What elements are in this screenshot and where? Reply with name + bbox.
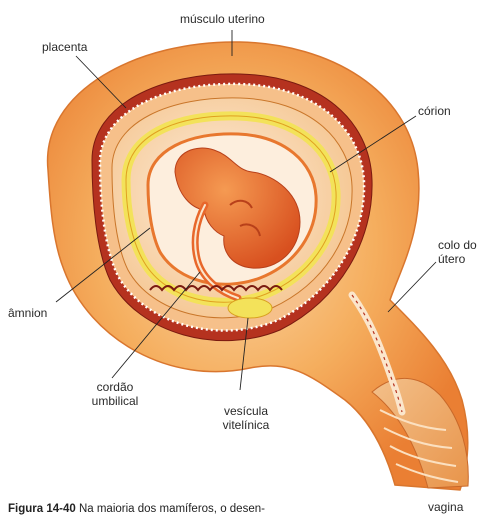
label-vagina: vagina: [428, 500, 463, 514]
label-vesicula-vitelinica: vesícula vitelínica: [206, 404, 286, 432]
label-vesicula-line1: vesícula: [206, 404, 286, 418]
label-cordao-line2: umbilical: [80, 394, 150, 408]
label-colo-line2: útero: [438, 252, 477, 266]
label-colo-do-utero: colo do útero: [438, 238, 477, 266]
label-vesicula-line2: vitelínica: [206, 418, 286, 432]
label-musculo-uterino: músculo uterino: [180, 12, 265, 26]
label-colo-line1: colo do: [438, 238, 477, 252]
label-cordao-line1: cordão: [80, 380, 150, 394]
figure-number: Figura 14-40: [8, 503, 76, 515]
label-placenta: placenta: [42, 40, 87, 54]
figure-caption: Figura 14-40 Na maioria dos mamíferos, o…: [8, 503, 265, 515]
yolk-sac: [228, 298, 272, 318]
label-amnion: âmnion: [8, 306, 47, 320]
label-corion: córion: [418, 104, 451, 118]
figure-caption-text: Na maioria dos mamíferos, o desen-: [79, 503, 265, 515]
label-cordao-umbilical: cordão umbilical: [80, 380, 150, 408]
